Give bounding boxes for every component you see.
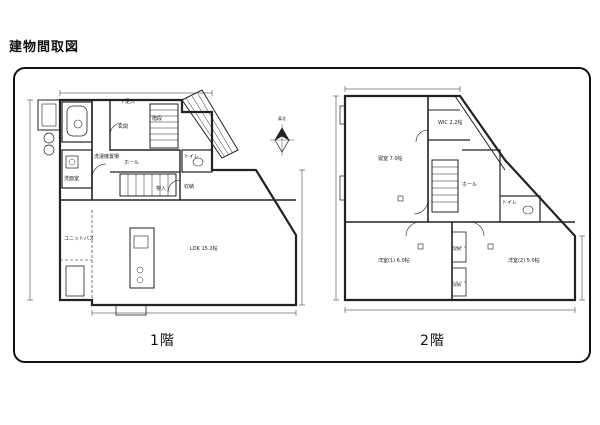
floor1-label: 1階: [150, 333, 175, 349]
floor2-toilet: [499, 195, 541, 223]
floor2-toilet-label: トイレ: [502, 200, 517, 206]
floor2-stairs: [431, 159, 459, 213]
floor2-western1-label: 洋室(1) 6.0帖: [378, 257, 410, 264]
floor1-storage-label: 物入: [156, 185, 166, 192]
floor2-closet1-label: 収納: [453, 245, 461, 251]
floor1-outer-wall: [58, 98, 298, 307]
floor1-toilet: [181, 149, 213, 173]
floor1-toilet-label: トイレ: [184, 154, 199, 160]
floor1-stairs: [119, 103, 179, 197]
floor2-western2-label: 洋室(2) 5.0帖: [508, 257, 540, 264]
floor2-closet2-label: 収納: [453, 281, 461, 287]
floor1-bath-label: 洗面室: [64, 175, 79, 182]
floor1-closet-label: 収納: [184, 183, 194, 190]
floor1-stairs-label: 階段: [152, 115, 162, 122]
floor1-ldk-label: LDK 15.2帖: [190, 245, 218, 252]
floor2-master-label: 寝室 7.0帖: [378, 155, 403, 162]
floor1-shoebox-label: 下足入: [120, 99, 135, 105]
floor1-unitbath-label: ユニットバス: [64, 236, 94, 242]
page-title: 建物間取図: [9, 40, 80, 55]
floor1-hall-label: ホール: [124, 160, 139, 166]
north-mark-label: 真北: [278, 115, 286, 121]
floor2-outer-wall: [343, 94, 577, 302]
north-arrow-icon: [270, 124, 294, 156]
floor2-plan: [333, 86, 585, 313]
floor1-diagonal-band: [181, 89, 239, 159]
floor1-entrance-label: 玄関: [118, 123, 128, 130]
floor2-label: 2階: [420, 333, 445, 349]
floor2-wic-label: WIC 2.2帖: [438, 119, 462, 126]
floor1-porch-box: [37, 99, 61, 131]
floor2-hall-label: ホール: [462, 182, 477, 188]
floor1-kitchen-counter: [129, 227, 155, 289]
floor1-utility-label: 洗濯機置場: [94, 153, 119, 160]
floor1-plan: [27, 89, 305, 316]
